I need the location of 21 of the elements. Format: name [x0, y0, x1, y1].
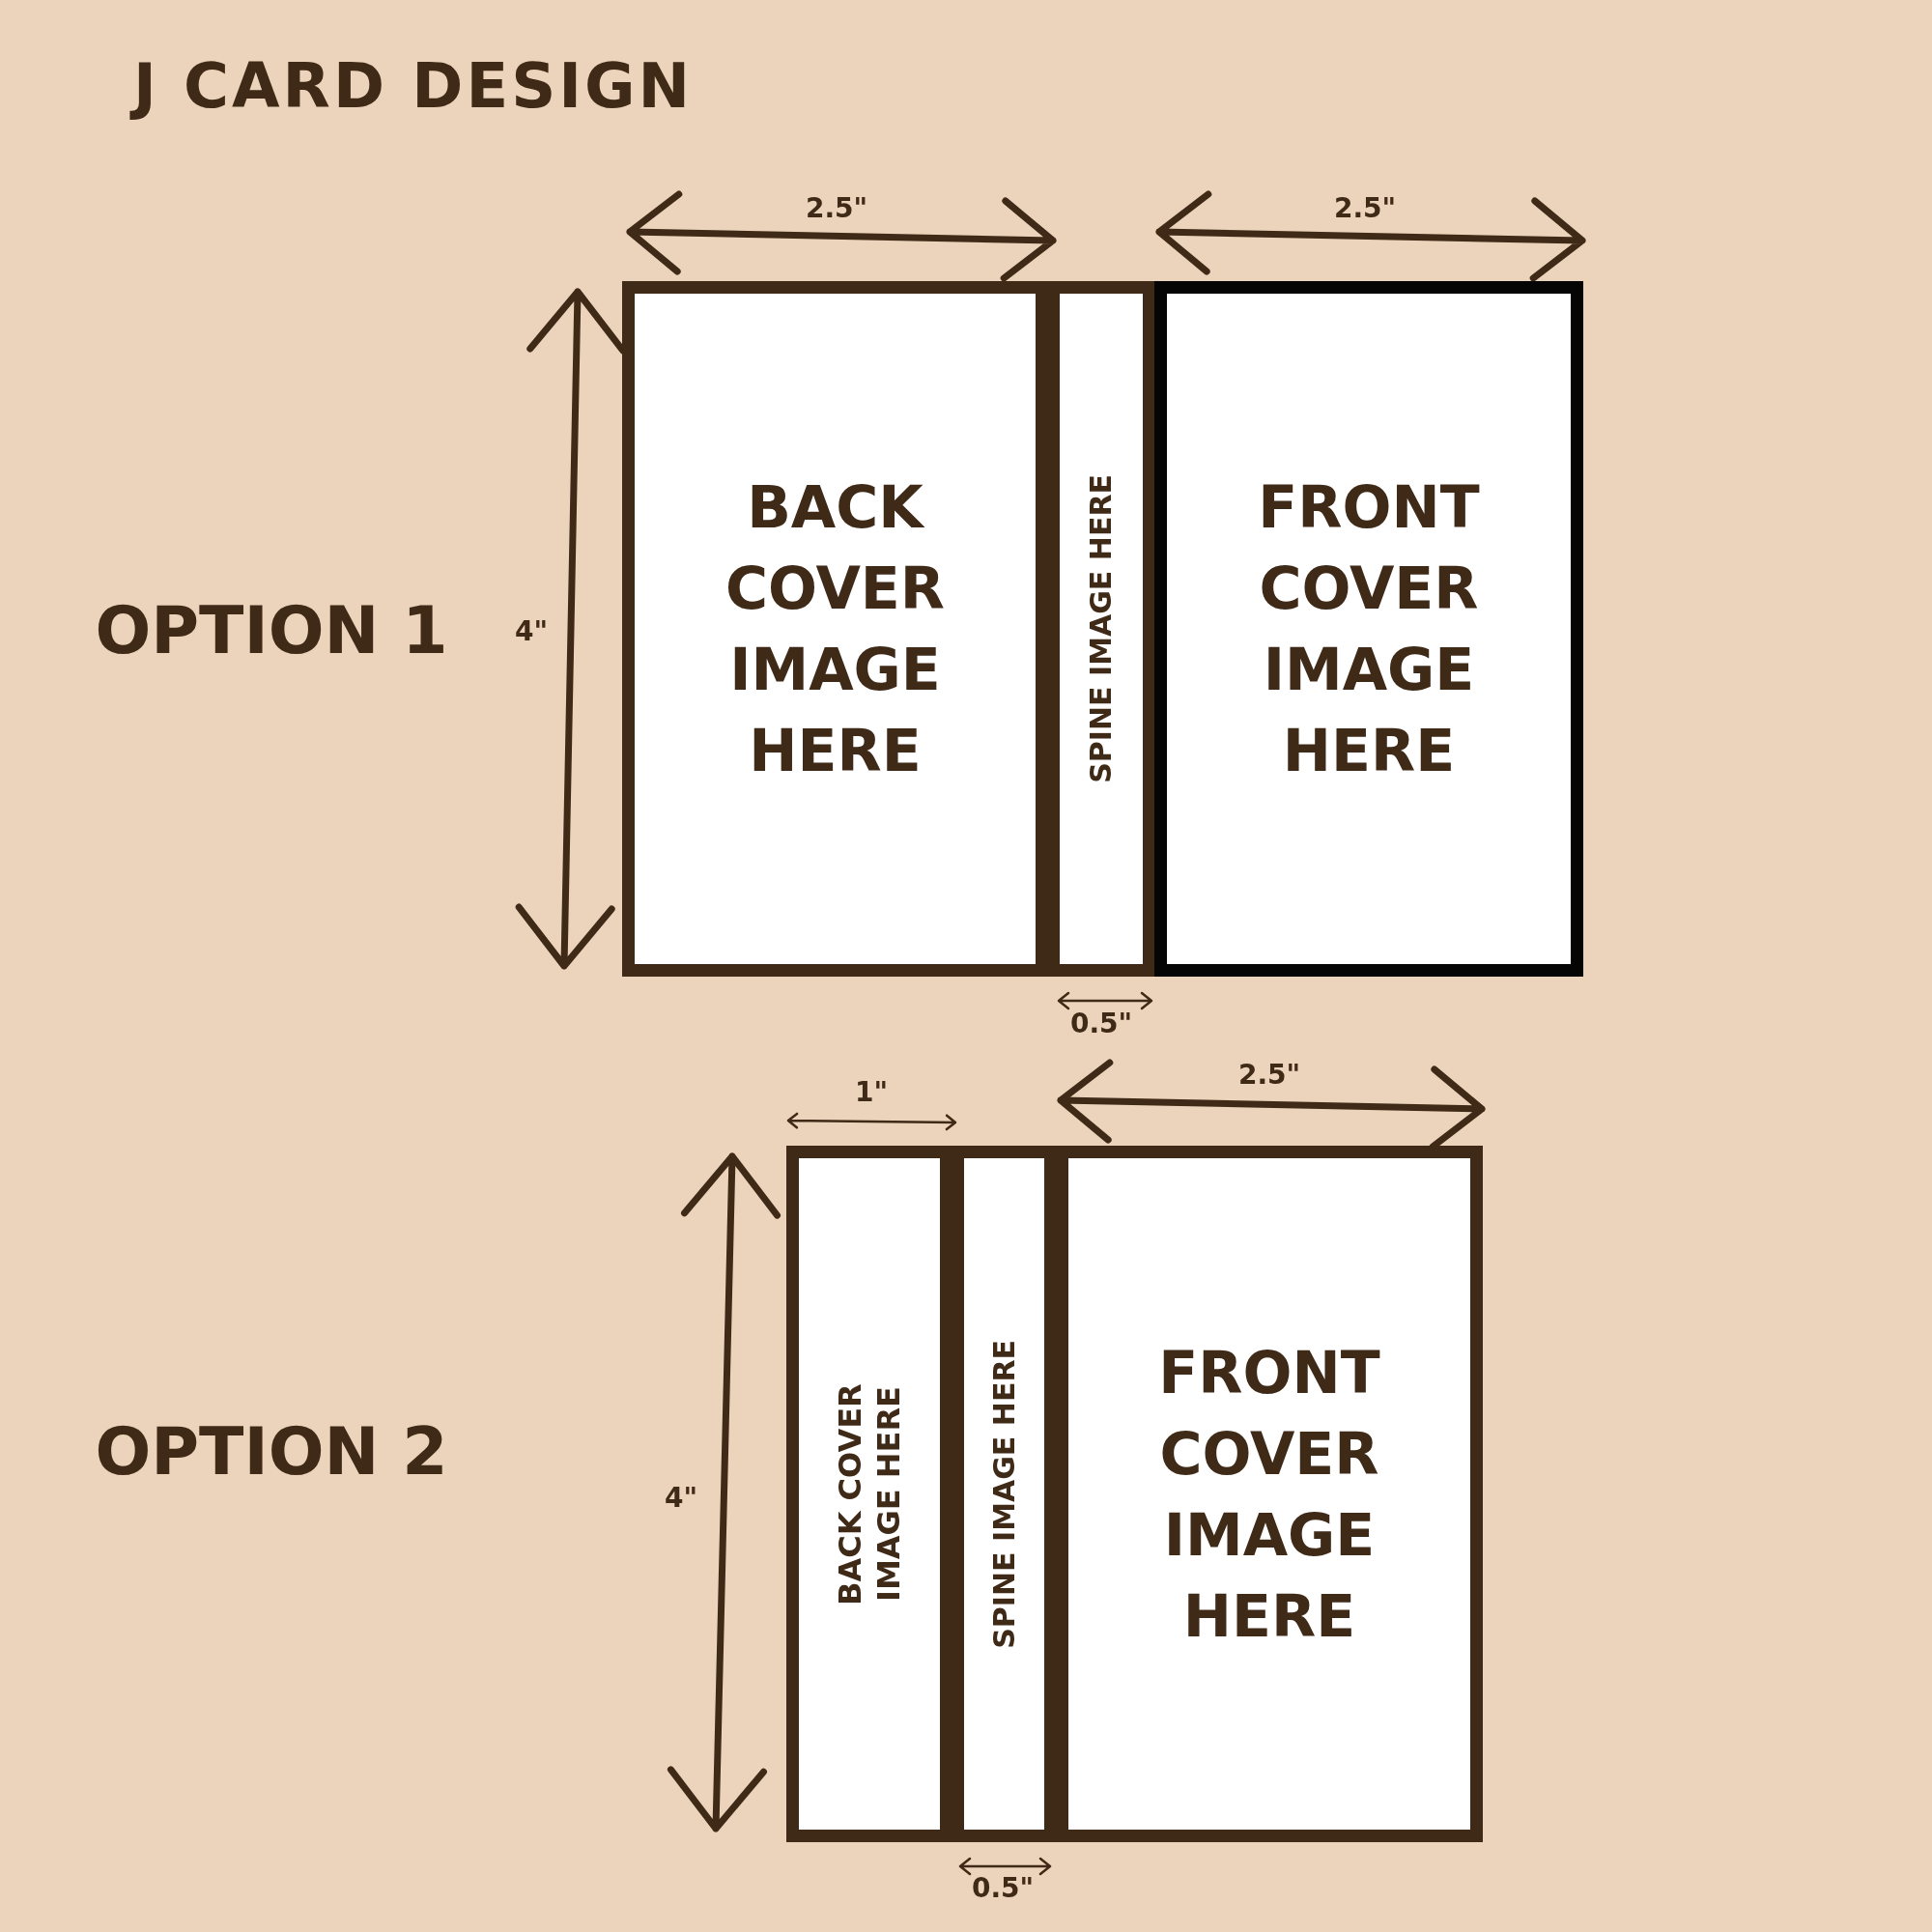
- image-panel: [786, 1146, 952, 1842]
- panel-text: BACK COVER IMAGE HERE: [831, 1381, 908, 1607]
- dimension-label: 0.5": [971, 1871, 1035, 1904]
- dimension-label: 2.5": [1237, 1058, 1301, 1091]
- dimension-label: 1": [854, 1075, 889, 1108]
- dimension-label: 0.5": [1069, 1007, 1133, 1039]
- panel-text: FRONT COVER IMAGE HERE: [1257, 472, 1481, 786]
- image-panel: [1047, 281, 1155, 977]
- dimension-label: 4": [664, 1481, 698, 1514]
- panel-text: SPINE IMAGE HERE: [1083, 474, 1120, 783]
- option-label: OPTION 1: [95, 591, 448, 668]
- dimension-label: 4": [514, 614, 549, 647]
- panel-text: FRONT COVER IMAGE HERE: [1157, 1337, 1381, 1652]
- panel-text: BACK COVER IMAGE HERE: [724, 472, 947, 786]
- option-label: OPTION 2: [95, 1412, 448, 1490]
- image-panel: [1056, 1146, 1483, 1842]
- panel-text: SPINE IMAGE HERE: [985, 1339, 1022, 1649]
- dimension-label: 2.5": [805, 191, 868, 224]
- image-panel: [1154, 281, 1583, 977]
- image-panel: [622, 281, 1048, 977]
- dimension-label: 2.5": [1333, 191, 1397, 224]
